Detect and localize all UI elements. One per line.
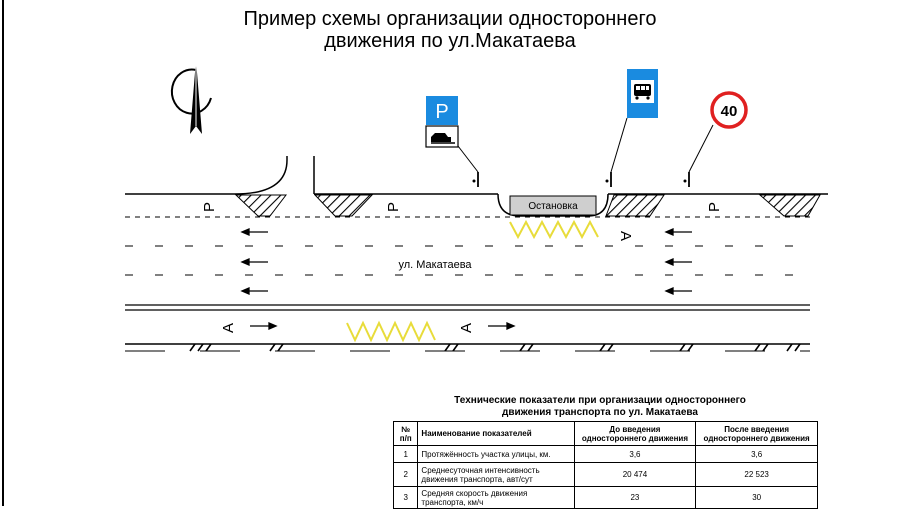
- page-title-line-1: Пример схемы организации одностороннего: [243, 8, 657, 30]
- svg-text:P: P: [435, 101, 448, 123]
- bus-lane-marking-icon: A: [458, 323, 475, 333]
- row-number: 1: [392, 445, 419, 463]
- table-row: 1 Протяжённость участка улицы, км. 3,6 3…: [392, 445, 818, 463]
- header-number: № п/п: [392, 421, 419, 446]
- header-before: До введения одностороннего движения: [573, 421, 697, 446]
- table-header-row: № п/п Наименование показателей До введен…: [392, 421, 818, 446]
- bus-stop-zigzag: [346, 320, 436, 343]
- road-bottom-edge: [125, 343, 810, 352]
- bus-stop-label: Остановка: [528, 201, 578, 212]
- row-number: 3: [392, 486, 419, 509]
- header-indicator-name: Наименование показателей: [417, 421, 575, 446]
- table-title-line-1: Технические показатели при организации о…: [454, 395, 746, 406]
- bus-lane-marking-icon: A: [617, 231, 634, 241]
- table-row: 3 Средняя скорость движения транспорта, …: [392, 486, 818, 509]
- row-before-value: 20 474: [573, 462, 697, 487]
- table-title-line-2: движения транспорта по ул. Макатаева: [502, 407, 698, 418]
- hatched-island: [605, 194, 665, 217]
- road-separator-double-line: [125, 304, 810, 311]
- bus-lane-marking-icon: A: [220, 323, 237, 333]
- row-after-value: 30: [695, 486, 818, 509]
- bus-icon: [634, 84, 651, 100]
- sign-post-marker: [683, 172, 690, 187]
- sign-post-marker: [472, 172, 479, 187]
- sign-leader-line: [610, 117, 628, 173]
- hatched-island: [313, 194, 374, 217]
- parking-marking-letter: P: [385, 202, 402, 212]
- speed-limit-value: 40: [721, 103, 738, 120]
- road-top-edge: [125, 156, 828, 217]
- lane-arrow-icon: [240, 228, 692, 330]
- sign-post-marker: [605, 172, 612, 187]
- bus-stop-platform: Остановка: [509, 195, 597, 216]
- row-indicator-name: Среднесуточная интенсивность движения тр…: [417, 462, 575, 487]
- hatched-island: [758, 194, 821, 217]
- page-title-line-2: движения по ул.Макатаева: [324, 30, 576, 52]
- bus-stop-zigzag: [509, 219, 599, 240]
- sign-leader-line: [688, 124, 714, 173]
- bus-stop-sign-icon: [627, 69, 658, 118]
- parking-marking-letter: P: [201, 202, 218, 212]
- compass-north-icon: [170, 60, 212, 134]
- speed-limit-sign-icon: 40: [710, 91, 748, 129]
- header-after: После введения одностороннего движения: [695, 421, 818, 446]
- table-title: Технические показатели при организации о…: [400, 395, 800, 419]
- parking-vehicle-plate-icon: [425, 125, 459, 148]
- lane-divider-lines: [125, 245, 810, 276]
- row-after-value: 22 523: [695, 462, 818, 487]
- page-left-border: [2, 0, 4, 506]
- row-before-value: 3,6: [573, 445, 697, 463]
- row-indicator-name: Средняя скорость движения транспорта, км…: [417, 486, 575, 509]
- row-indicator-name: Протяжённость участка улицы, км.: [417, 445, 575, 463]
- parking-sign-icon: P: [426, 96, 458, 125]
- page-title: Пример схемы организации одностороннего …: [150, 8, 750, 52]
- sign-leader-line: [457, 145, 479, 173]
- row-number: 2: [392, 462, 419, 487]
- parking-marking-letter: P: [706, 202, 723, 212]
- street-label: ул. Макатаева: [398, 259, 472, 271]
- hatched-island: [234, 194, 288, 217]
- technical-indicators-table: № п/п Наименование показателей До введен…: [392, 421, 818, 509]
- row-after-value: 3,6: [695, 445, 818, 463]
- table-row: 2 Среднесуточная интенсивность движения …: [392, 462, 818, 487]
- row-before-value: 23: [573, 486, 697, 509]
